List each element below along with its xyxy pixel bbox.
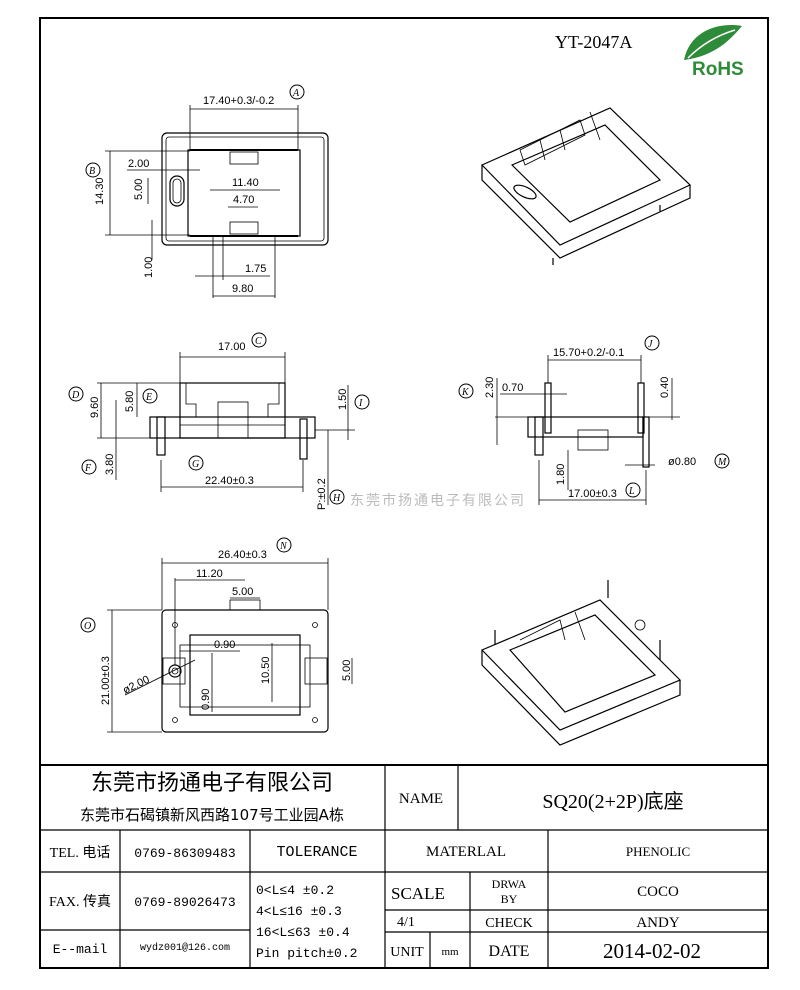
top_view-dims-3: 5.00 [133,179,145,200]
part-name: SQ20(2+2P)底座 [542,790,683,813]
title_block-drawn_by_label-1: BY [501,892,518,906]
title-block: 东莞市扬通电子有限公司 东莞市石碣镇新风西路107号工业园A栋 NAME SQ2… [49,771,701,963]
title_block-material_value: PHENOLIC [626,844,690,859]
bottom_view-dims-7: 5.00 [341,660,353,681]
title_block-fax_label: FAX. 传真 [49,894,111,910]
front_view-labels-6: H [332,493,341,504]
title-block-grid [40,764,768,968]
top_view-dims-1: 14.30 [94,177,106,205]
header-rohs_logo_text: RoHS [692,59,744,80]
isometric-view-bottom [480,580,682,746]
top_view-dims-8: 9.80 [232,283,253,295]
side_view-dims-1: 2.30 [484,377,496,398]
date-value: 2014-02-02 [603,939,701,963]
side_view-dims-2: 0.70 [502,382,523,394]
title_block-tel_label: TEL. 电话 [50,845,111,861]
side_view-labels-3: L [628,486,635,497]
front_view-labels-2: E [145,392,152,403]
side_view-dims-6: 17.00±0.3 [568,488,617,500]
bottom_view-dims-0: 26.40±0.3 [218,549,267,561]
company-name: 东莞市扬通电子有限公司 [91,771,333,796]
bottom_view-labels-0: N [279,541,288,552]
title_block-scale_value: 4/1 [397,915,415,930]
title_block-drawn_by_label-0: DRWA [492,877,527,891]
company-address: 东莞市石碣镇新风西路107号工业园A栋 [80,806,344,824]
title_block-material_label: MATERLAL [426,844,506,860]
title_block-email_value: wydz001@126.com [140,942,230,954]
bottom_view-dims-8: 0.90 [200,689,212,710]
title_block-tolerances-1: 4<L≤16 ±0.3 [256,904,342,919]
top_view-dims-5: 4.70 [233,194,254,206]
front_view-labels-3: I [358,398,363,409]
side_view-dims-4: ø0.80 [668,456,696,468]
side-view: 15.70+0.2/-0.1 J 2.30 K 0.70 0.40 ø0.80 … [458,335,730,505]
bottom_view-dims-2: 5.00 [232,586,253,598]
top_view-labels-1: B [89,166,95,177]
title_block-check_label: CHECK [485,916,532,931]
title_block-unit_label: UNIT [390,945,424,960]
title_block-fax_value: 0769-89026473 [134,895,235,910]
title_block-tel_value: 0769-86309483 [134,846,235,861]
front_view-labels-4: F [84,463,92,474]
title_block-tolerances-0: 0<L≤4 ±0.2 [256,883,334,898]
side_view-dims-5: 1.80 [555,464,567,485]
front_view-dims-1: 9.60 [89,397,101,418]
rohs-logo: RoHS [684,25,744,80]
bottom_view-labels-1: O [84,621,91,632]
top_view-dims-4: 11.40 [232,177,259,189]
title_block-scale_label: SCALE [391,884,445,903]
front_view-dims-2: 5.80 [124,391,136,412]
front_view-labels-0: C [255,336,262,347]
top_view-dims-7: 1.75 [245,263,266,275]
title_block-unit_value: mm [441,946,459,958]
side_view-dims-3: 0.40 [659,377,671,398]
sheet-border [39,17,769,969]
bottom_view-dims-6: 10.50 [260,656,272,684]
top_view-dims-0: 17.40+0.3/-0.2 [203,95,274,107]
front_view-dims-3: 1.50 [337,389,349,410]
side_view-labels-1: K [461,387,470,398]
bottom_view-dims-1: 11.20 [196,568,223,580]
side_view-labels-2: M [717,457,727,468]
title_block-tolerance_label: TOLERANCE [276,844,357,861]
title_block-drawn_by_value: COCO [637,884,679,900]
watermark: 东莞市扬通电子有限公司 [350,492,526,509]
title_block-check_value: ANDY [636,915,679,931]
bottom_view-dims-5: ø2.00 [121,674,152,697]
front_view-dims-6: P:±0.2 [316,478,328,510]
top_view-labels-0: A [292,88,300,99]
front_view-dims-0: 17.00 [218,341,246,353]
top-view: 17.40+0.3/-0.2 A 14.30 B 2.00 5.00 11.40… [85,84,329,298]
top_view-dims-2: 2.00 [128,158,149,170]
isometric-view-top [480,107,692,265]
side_view-dims-0: 15.70+0.2/-0.1 [553,347,624,359]
bottom-view: 26.40±0.3 N 11.20 5.00 21.00±0.3 O 0.90 … [80,537,353,733]
bottom_view-dims-3: 21.00±0.3 [100,656,112,705]
front_view-labels-5: G [192,459,199,470]
title_block-email_label: E--mail [53,942,108,957]
front-view: 17.00 C 9.60 D 5.80 E 3.80 F 1.50 I 22.4… [68,332,370,510]
top_view-dims-6: 1.00 [143,257,155,278]
title_block-tolerances-3: Pin pitch±0.2 [256,946,357,961]
side_view-labels-0: J [648,339,653,350]
part-number: YT-2047A [555,32,632,52]
bottom_view-dims-4: 0.90 [214,639,235,651]
front_view-labels-1: D [71,390,80,401]
title_block-tolerances-2: 16<L≤63 ±0.4 [256,925,350,940]
front_view-dims-4: 3.80 [104,454,116,475]
title_block-name_label: NAME [399,791,443,807]
title_block-date_label: DATE [489,943,530,960]
front_view-dims-5: 22.40±0.3 [205,475,254,487]
